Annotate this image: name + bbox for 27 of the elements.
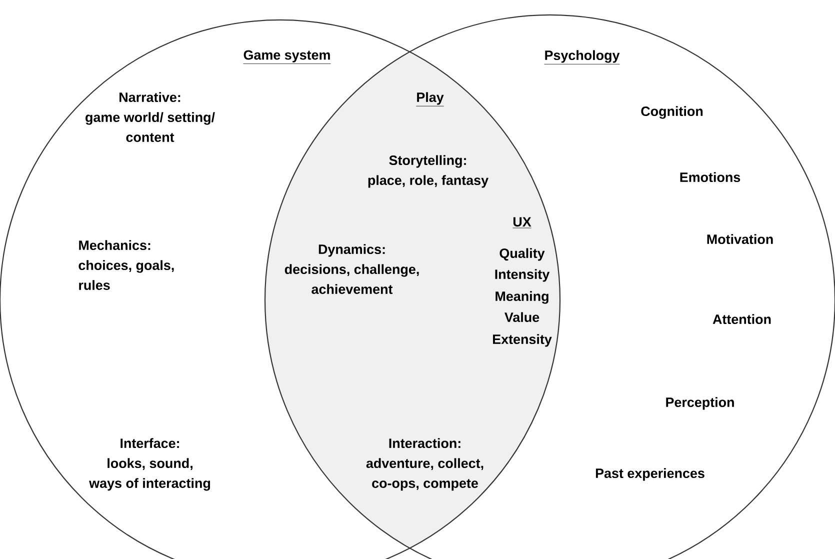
label-text: Extensity bbox=[493, 334, 552, 347]
label-text: Meaning bbox=[496, 291, 548, 304]
label-text: Value bbox=[504, 312, 540, 322]
label-text: game world/ setting/ content bbox=[86, 112, 215, 142]
label-text: decisions, challenge, achievement bbox=[284, 264, 419, 294]
label-text: Quality bbox=[500, 248, 545, 261]
label-text: adventure, collect, co-ops, compete bbox=[366, 458, 484, 491]
label-text: Past experiences bbox=[596, 468, 704, 481]
label-text: place, role, fantasy bbox=[368, 175, 488, 188]
label-text: Motivation bbox=[707, 234, 773, 244]
label-text: Intensity bbox=[495, 269, 550, 282]
label-text: Mechanics: bbox=[79, 240, 150, 250]
label-text: Dynamics: bbox=[318, 244, 385, 257]
label-text: Perception bbox=[666, 397, 734, 410]
heading: Play bbox=[416, 92, 444, 106]
label-text: Interface: bbox=[120, 438, 179, 448]
heading: UX bbox=[512, 217, 532, 228]
label-text: Emotions bbox=[680, 172, 740, 182]
label-text: Attention bbox=[712, 314, 771, 324]
label-text: choices, goals, rules bbox=[78, 260, 174, 290]
label-text: looks, sound, ways of interacting bbox=[89, 458, 210, 491]
heading: Game system bbox=[243, 50, 331, 64]
heading: Psychology bbox=[544, 50, 620, 64]
label-text: Interaction: bbox=[389, 438, 460, 448]
label-text: Storytelling: bbox=[389, 155, 466, 168]
label-text: Cognition bbox=[641, 106, 703, 119]
label-text: Narrative: bbox=[120, 92, 180, 102]
